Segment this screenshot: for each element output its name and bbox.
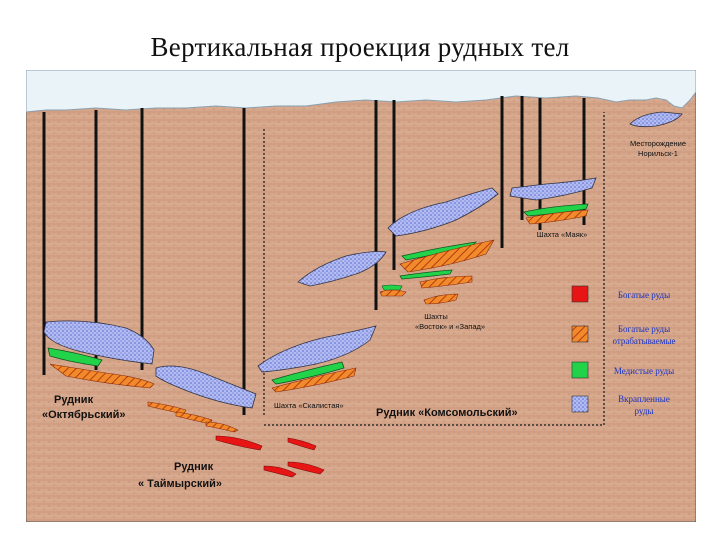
label-taimyrsky-2: « Таймырский»	[138, 478, 222, 490]
ore-body-rich-mined	[399, 239, 495, 273]
label-norilsk1-2: Норильск-1	[638, 149, 678, 158]
legend: Богатые руды Богатые руды отрабатываемые…	[571, 285, 676, 416]
legend-swatch-copper	[571, 361, 589, 379]
ore-body-rich	[287, 437, 317, 451]
ore-body-disseminated	[629, 111, 683, 128]
ore-body-rich	[263, 465, 297, 478]
ore-body-disseminated	[43, 320, 155, 365]
label-norilsk1-1: Месторождение	[630, 139, 686, 148]
label-oktyabrsky-2: «Октябрьский»	[42, 409, 126, 421]
ore-body-disseminated	[387, 187, 499, 237]
ore-body-copper	[47, 347, 103, 367]
legend-copper-text: Медистые руды	[614, 366, 674, 376]
ore-body-rich	[215, 435, 263, 451]
label-skalistaya: Шахта «Скалистая»	[274, 401, 344, 410]
label-taimyrsky-1: Рудник	[174, 461, 214, 473]
ore-body-disseminated	[155, 365, 257, 409]
legend-disseminated-text-1: Вкрапленные	[618, 394, 670, 404]
ore-body-rich-mined	[419, 275, 473, 289]
legend-disseminated-text-2: руды	[635, 406, 654, 416]
legend-rich-mined-text-2: отрабатываемые	[612, 336, 675, 346]
surface-sky	[26, 70, 696, 113]
ore-bodies-diagram: Рудник «Октябрьский» Рудник « Таймырский…	[26, 70, 696, 522]
ore-body-rich	[287, 461, 325, 475]
slide-title: Вертикальная проекция рудных тел	[150, 32, 570, 62]
ore-body-rich-mined	[423, 293, 459, 305]
ore-body-copper	[271, 361, 345, 385]
ore-body-rich-mined	[379, 289, 407, 297]
legend-rich-mined-text-1: Богатые руды	[618, 324, 670, 334]
ore-body-disseminated	[509, 177, 597, 201]
label-komsomolsky: Рудник «Комсомольский»	[376, 407, 518, 419]
rock-background	[26, 70, 696, 522]
komsomolsky-boundary	[263, 112, 605, 426]
label-vostok-zapad-1: Шахты	[424, 312, 448, 321]
ore-body-rich-mined	[271, 367, 357, 393]
ore-body-disseminated	[257, 325, 377, 373]
legend-swatch-disseminated	[571, 395, 589, 413]
ore-body-rich-mined	[205, 421, 239, 433]
ore-body-rich-mined	[525, 209, 589, 225]
ore-body-disseminated	[297, 251, 387, 287]
label-mayak: Шахта «Маяк»	[537, 230, 588, 239]
legend-rich-text: Богатые руды	[618, 290, 670, 300]
label-vostok-zapad-2: «Восток» и «Запад»	[415, 322, 485, 331]
legend-swatch-rich-mined	[571, 325, 589, 343]
ore-body-copper	[399, 269, 453, 280]
label-oktyabrsky-1: Рудник	[54, 394, 94, 406]
legend-swatch-rich	[571, 285, 589, 303]
ore-body-copper	[523, 203, 589, 217]
ore-bodies-svg: Рудник «Октябрьский» Рудник « Таймырский…	[26, 70, 696, 522]
ore-body-copper	[381, 284, 403, 291]
ore-body-rich-mined	[49, 363, 155, 389]
